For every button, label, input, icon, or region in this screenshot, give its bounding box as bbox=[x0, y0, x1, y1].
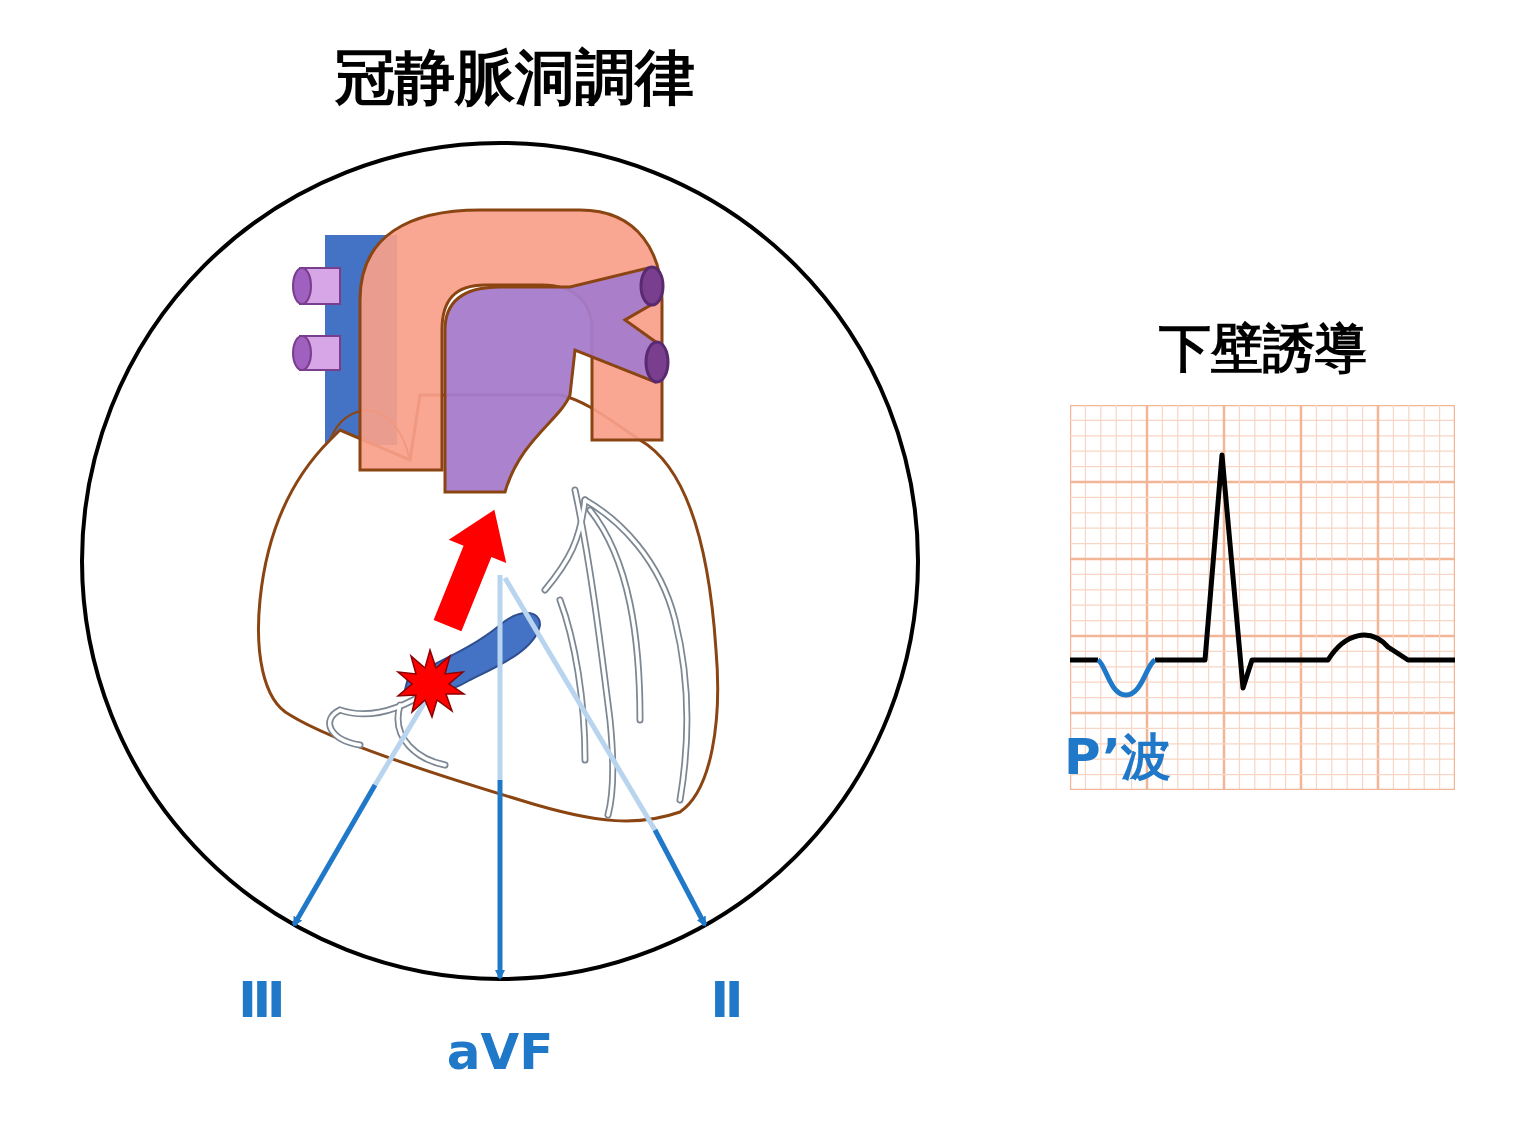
grid-line bbox=[1331, 405, 1332, 790]
grid-line bbox=[1070, 666, 1455, 667]
grid-line bbox=[1070, 435, 1455, 436]
grid-line bbox=[1070, 712, 1455, 715]
view-circle bbox=[82, 143, 918, 979]
grid-line bbox=[1285, 405, 1286, 790]
grid-line bbox=[1408, 405, 1409, 790]
ecg-trace bbox=[1070, 455, 1455, 688]
grid-line bbox=[1270, 405, 1271, 790]
grid-line bbox=[1316, 405, 1317, 790]
lead-label: aVF bbox=[447, 1023, 554, 1081]
ecg-panel: 下壁誘導P’波 bbox=[1070, 405, 1455, 790]
grid-line bbox=[1070, 574, 1455, 575]
lead-axis-light bbox=[375, 575, 655, 830]
grid-line bbox=[1070, 497, 1455, 498]
panel-heading: 下壁誘導 bbox=[1070, 317, 1455, 379]
p-prime-wave bbox=[1098, 660, 1155, 695]
grid-line bbox=[1439, 405, 1440, 790]
grid-line bbox=[1193, 405, 1194, 790]
conduction-arrow bbox=[419, 498, 523, 637]
grid-line bbox=[1454, 405, 1455, 790]
pulmonary-artery bbox=[445, 268, 660, 492]
grid-line bbox=[1070, 620, 1455, 621]
lead-axis-arrow bbox=[294, 780, 705, 978]
vessel-stubs bbox=[293, 268, 340, 370]
grid-line bbox=[1070, 405, 1455, 406]
grid-line bbox=[1070, 481, 1455, 484]
grid-line bbox=[1393, 405, 1394, 790]
grid-line bbox=[1347, 405, 1348, 790]
grid-line bbox=[1070, 682, 1455, 683]
wave-label: P’波 bbox=[1064, 727, 1171, 787]
grid-line bbox=[1070, 451, 1455, 452]
grid-line bbox=[1362, 405, 1363, 790]
grid-line bbox=[1070, 512, 1455, 513]
grid-line bbox=[1377, 405, 1380, 790]
grid-line bbox=[1070, 558, 1455, 561]
diagram-title: 冠静脈洞調律 bbox=[335, 38, 695, 119]
grid-line bbox=[1254, 405, 1255, 790]
grid-line bbox=[1424, 405, 1425, 790]
grid-line bbox=[1070, 589, 1455, 590]
grid-line bbox=[1070, 635, 1455, 638]
lead-label: Ⅱ bbox=[711, 971, 744, 1029]
grid-line bbox=[1070, 466, 1455, 467]
grid-line bbox=[1070, 420, 1455, 421]
grid-line bbox=[1070, 605, 1455, 606]
grid-line bbox=[1070, 528, 1455, 529]
grid-line bbox=[1300, 405, 1303, 790]
lead-label: Ⅲ bbox=[238, 971, 285, 1029]
grid-line bbox=[1070, 789, 1455, 790]
grid-line bbox=[1239, 405, 1240, 790]
grid-line bbox=[1070, 543, 1455, 544]
coronary-vessels bbox=[330, 490, 687, 815]
ectopic-focus bbox=[398, 650, 464, 717]
grid-line bbox=[1177, 405, 1178, 790]
